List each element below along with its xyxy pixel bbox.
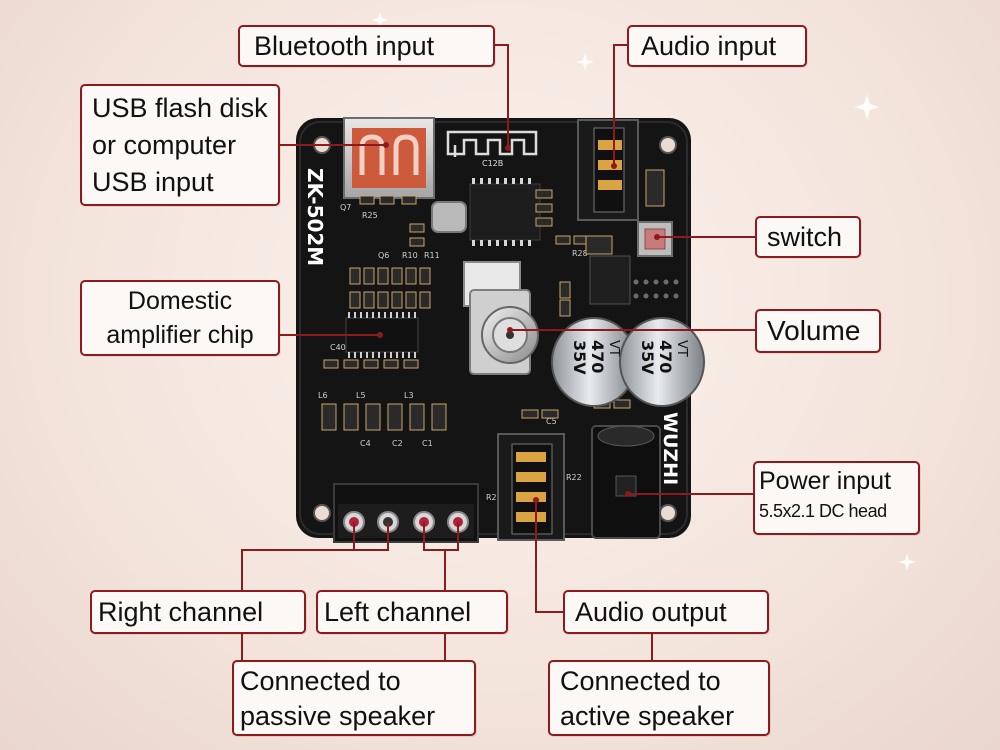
bluetooth-antenna: [446, 130, 538, 157]
sparkle-decorations: [372, 12, 916, 571]
svg-text:VT: VT: [606, 340, 621, 357]
silk-q6: Q6: [378, 251, 389, 260]
svg-text:470: 470: [588, 340, 607, 373]
silk-r10: R10: [402, 251, 418, 260]
regulator: [589, 255, 631, 305]
capacitor-left: 470 35V VT: [551, 317, 637, 407]
left-channel-label: Left channel: [316, 590, 508, 634]
amplifier-chip-label: Domestic amplifier chip: [80, 280, 280, 356]
silk-c5: C5: [546, 417, 557, 426]
silk-r23: R23: [486, 493, 502, 502]
speaker-terminal: [333, 483, 479, 543]
active-speaker-label: Connected to active speaker: [548, 660, 770, 736]
svg-text:35V: 35V: [570, 340, 589, 375]
bluetooth-chip: [469, 178, 541, 246]
audio-input-jack: [577, 119, 639, 221]
audio-input-label: Audio input: [627, 25, 807, 67]
silk-r11: R11: [424, 251, 440, 260]
capacitor-right: 470 35V VT: [619, 317, 705, 407]
connector-lines: [241, 44, 755, 662]
passive-speaker-label: Connected to passive speaker: [232, 660, 476, 736]
volume-knob: [463, 261, 539, 375]
switch-label: switch: [755, 216, 861, 258]
silk-c12b: C12B: [482, 159, 503, 168]
silk-c1: C1: [422, 439, 433, 448]
mount-hole: [659, 136, 677, 154]
usb-input-label: USB flash disk or computer USB input: [80, 84, 280, 206]
audio-output-label: Audio output: [563, 590, 769, 634]
connector-dots: [377, 142, 660, 503]
mount-hole: [313, 504, 331, 522]
silk-c40: C40: [330, 343, 346, 352]
silk-l3: L3: [404, 391, 414, 400]
bluetooth-input-label: Bluetooth input: [238, 25, 495, 67]
svg-text:VT: VT: [674, 340, 689, 357]
right-channel-label: Right channel: [90, 590, 306, 634]
silk-c4: C4: [360, 439, 371, 448]
board-model-text: ZK-502M: [303, 168, 327, 266]
dc-power-jack: [591, 425, 661, 539]
mount-hole: [659, 504, 677, 522]
silk-l5: L5: [356, 391, 366, 400]
silk-q7: Q7: [340, 203, 351, 212]
audio-output-jack: [497, 433, 565, 541]
power-input-label: Power input 5.5x2.1 DC head: [753, 461, 920, 535]
usb-port: [343, 117, 435, 199]
header-pins: [633, 279, 679, 299]
silk-c2: C2: [392, 439, 403, 448]
crystal-oscillator: [431, 201, 467, 233]
brand-text: WUZHI: [659, 412, 681, 485]
silk-l6: L6: [318, 391, 328, 400]
svg-text:470: 470: [656, 340, 675, 373]
silk-r28: R28: [572, 249, 588, 258]
silk-r22: R22: [566, 473, 582, 482]
silk-r25: R25: [362, 211, 378, 220]
volume-label: Volume: [755, 309, 881, 353]
tactile-switch: [637, 221, 673, 257]
svg-text:35V: 35V: [638, 340, 657, 375]
